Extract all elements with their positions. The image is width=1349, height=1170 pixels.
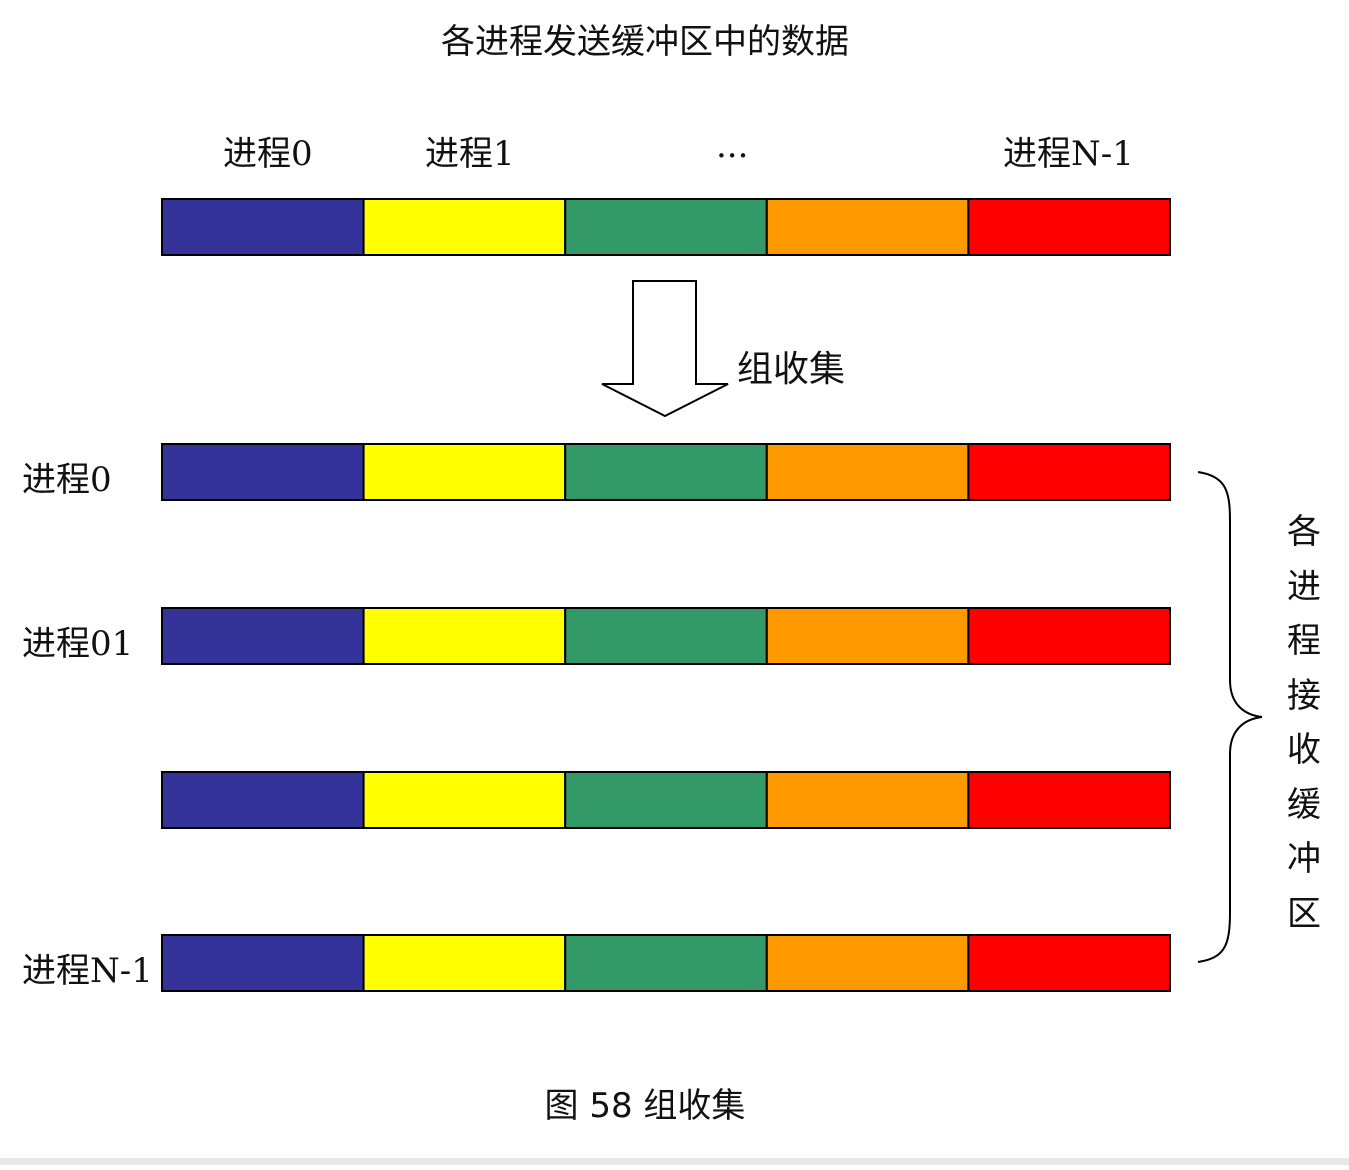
receive-buffer-2-segment-0 [161, 607, 365, 665]
brace-char: 接 [1287, 675, 1321, 716]
top-label-process-1: 进程1 [425, 134, 515, 174]
top-label-process-0: 进程0 [223, 134, 313, 174]
brace-char: 收 [1287, 730, 1321, 770]
receive-buffer-1-segment-1 [362, 443, 567, 501]
receive-buffer-2-segment-2 [564, 607, 768, 665]
figure-caption: 图 58 组收集 [544, 1086, 746, 1126]
send-buffer-segment-4 [967, 198, 1172, 256]
diagram-title: 各进程发送缓冲区中的数据 [441, 22, 849, 62]
receive-buffer-3-segment-0 [161, 771, 365, 829]
brace-char: 区 [1287, 893, 1321, 934]
curly-brace [1197, 471, 1263, 963]
send-buffer-segment-3 [765, 198, 970, 256]
receive-buffer-1-segment-4 [967, 443, 1172, 501]
receive-buffer-4-segment-2 [564, 934, 768, 992]
receive-buffer-3-segment-3 [765, 771, 970, 829]
receive-buffer-1-segment-0 [161, 443, 365, 501]
receive-buffer-3-segment-1 [362, 771, 567, 829]
receive-buffer-1-segment-3 [765, 443, 970, 501]
receive-buffer-3-segment-2 [564, 771, 768, 829]
brace-label: 各 进 程 接 收 缓 冲 区 [1284, 505, 1324, 941]
receive-buffer-2-segment-1 [362, 607, 567, 665]
bottom-scroll-edge [0, 1158, 1349, 1165]
arrow-label: 组收集 [737, 349, 846, 390]
brace-char: 缓 [1287, 784, 1321, 825]
row-label-3: 进程N-1 [22, 951, 153, 991]
receive-buffer-1-segment-2 [564, 443, 768, 501]
brace-char: 进 [1287, 566, 1321, 607]
brace-char: 各 [1287, 512, 1321, 552]
top-label-process-n-1: 进程N-1 [1003, 134, 1134, 174]
down-arrow-icon [601, 280, 729, 418]
receive-buffer-4-segment-1 [362, 934, 567, 992]
receive-buffer-3-segment-4 [967, 771, 1172, 829]
receive-buffer-4-segment-0 [161, 934, 365, 992]
row-label-1: 进程01 [22, 624, 134, 664]
send-buffer-segment-1 [362, 198, 567, 256]
top-label-ellipsis: ... [716, 126, 749, 166]
receive-buffer-4-segment-3 [765, 934, 970, 992]
brace-char: 冲 [1287, 839, 1321, 879]
receive-buffer-4-segment-4 [967, 934, 1172, 992]
row-label-0: 进程0 [22, 460, 112, 500]
receive-buffer-2-segment-4 [967, 607, 1172, 665]
receive-buffer-2-segment-3 [765, 607, 970, 665]
brace-char: 程 [1287, 621, 1321, 661]
send-buffer-segment-0 [161, 198, 365, 256]
send-buffer-segment-2 [564, 198, 768, 256]
